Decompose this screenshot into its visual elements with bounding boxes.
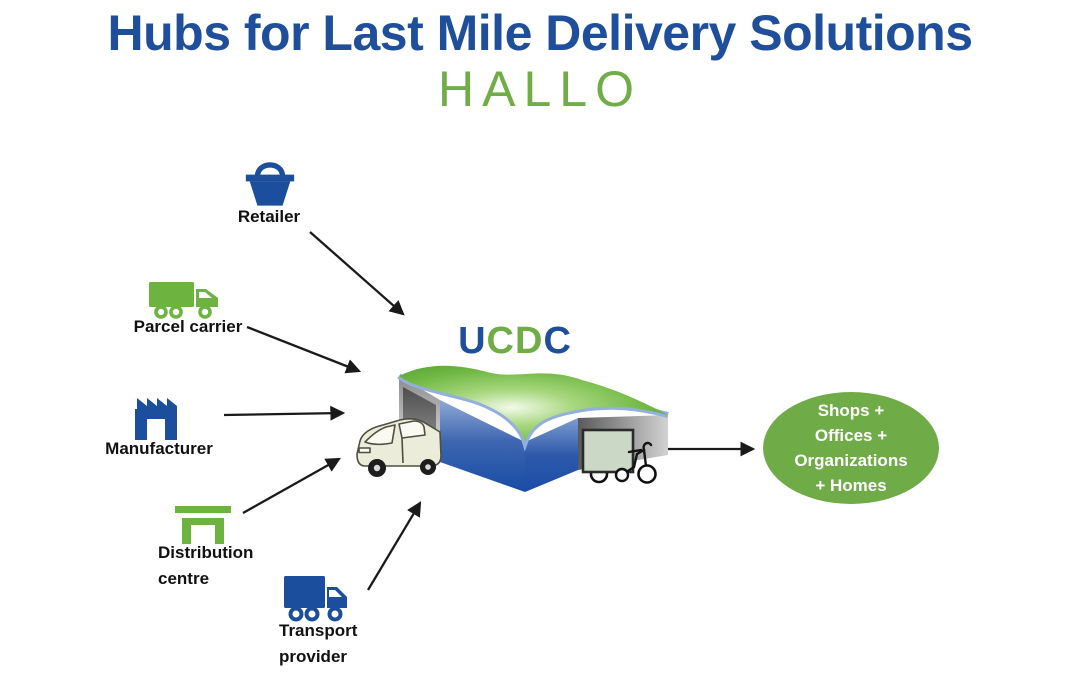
destination-line: + Homes bbox=[815, 476, 887, 495]
arrow-parcel-carrier-to-hub bbox=[246, 325, 362, 374]
hub-letter: D bbox=[515, 320, 544, 362]
destination-line: Offices + bbox=[814, 426, 888, 445]
hub-name-ucdc: UCDC bbox=[450, 320, 580, 363]
destination-ellipse: Shops + Offices + Organizations + Homes bbox=[763, 392, 939, 504]
destination-line: Organizations bbox=[794, 451, 908, 470]
hub-letter: C bbox=[543, 320, 572, 362]
transport-provider-truck-icon bbox=[284, 576, 347, 622]
arrow-manufacturer-to-hub bbox=[223, 405, 346, 421]
retailer-label: Retailer bbox=[237, 207, 301, 226]
parcel-carrier-label: Parcel carrier bbox=[133, 317, 243, 336]
parcel-carrier-truck-icon bbox=[149, 282, 218, 319]
hub-letter: U bbox=[458, 320, 487, 362]
distribution-centre-label: Distribution centre bbox=[158, 543, 254, 588]
manufacturer-label: Manufacturer bbox=[105, 439, 213, 458]
factory-icon bbox=[135, 398, 177, 440]
arrow-transport-provider-to-hub bbox=[367, 501, 422, 591]
arrow-distribution-centre-to-hub bbox=[242, 457, 341, 515]
shopping-basket-icon bbox=[245, 162, 295, 206]
cargo-bike-icon bbox=[581, 428, 657, 484]
hub-letter: C bbox=[486, 320, 515, 362]
destination-line: Shops + bbox=[817, 401, 885, 420]
hub-illustration bbox=[356, 365, 669, 492]
arrow-retailer-to-hub bbox=[309, 231, 405, 316]
warehouse-canopy-icon bbox=[175, 506, 231, 544]
page-title: Hubs for Last Mile Delivery Solutions bbox=[107, 5, 974, 61]
page-subtitle: HALLO bbox=[438, 61, 642, 117]
delivery-van-icon bbox=[356, 417, 442, 477]
transport-provider-label: Transport provider bbox=[279, 621, 358, 666]
